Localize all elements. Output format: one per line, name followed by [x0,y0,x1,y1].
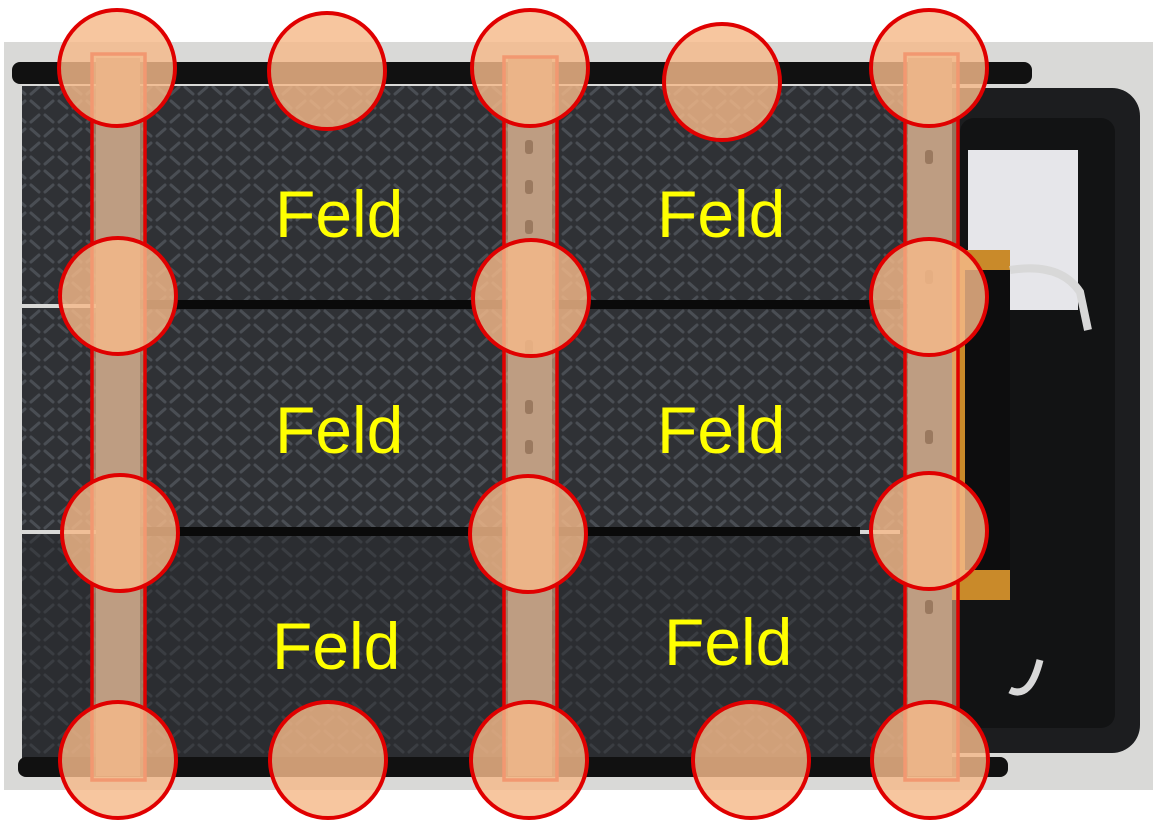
anchor-marker [58,700,178,820]
anchor-marker [869,8,989,128]
anchor-marker [267,11,387,131]
anchor-marker [691,700,811,820]
anchor-marker [470,8,590,128]
anchor-point-markers [57,8,990,820]
anchor-marker [869,471,989,591]
anchor-marker [870,700,990,820]
anchor-marker [469,700,589,820]
floor-panel-middle [22,308,922,530]
rail-highlight-left [90,52,147,782]
anchor-marker [58,236,178,356]
white-hose-lower [1008,659,1044,696]
anchor-marker [60,473,180,593]
anchor-marker [662,22,782,142]
rail-highlight-middle [502,55,559,782]
white-hose [1009,264,1092,331]
anchor-marker [869,237,989,357]
anchor-marker [57,8,177,128]
anchor-marker [268,700,388,820]
floor-panel-top [22,86,922,304]
anchor-marker [471,238,591,358]
rail-highlight-right [903,52,960,782]
anchor-marker [468,474,588,594]
